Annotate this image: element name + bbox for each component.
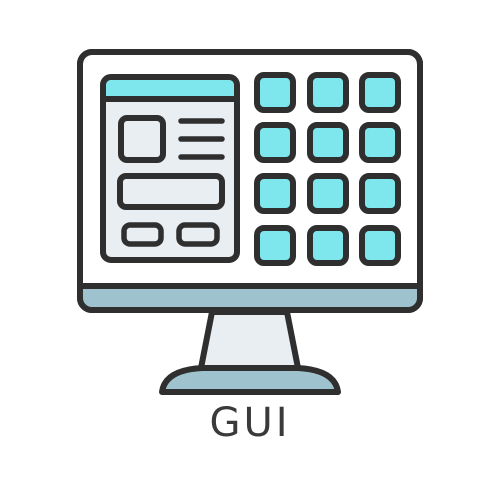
app-tile [359,72,401,113]
app-tile [254,72,296,113]
icon-label: GUI [209,400,291,446]
app-tile [254,173,296,214]
app-tile [307,122,349,163]
text-lines [178,118,225,160]
app-tile [307,72,349,113]
monitor-stand [159,309,341,395]
app-tile [359,225,401,266]
app-tile-grid [254,72,401,266]
app-window [100,74,240,263]
app-tile [254,122,296,163]
input-box [117,173,225,210]
app-tile [359,122,401,163]
image-placeholder [118,115,166,163]
app-tile [254,225,296,266]
app-tile [307,225,349,266]
app-tile [359,173,401,214]
app-tile [307,173,349,214]
cancel-button [121,222,164,247]
ok-button [176,222,220,247]
